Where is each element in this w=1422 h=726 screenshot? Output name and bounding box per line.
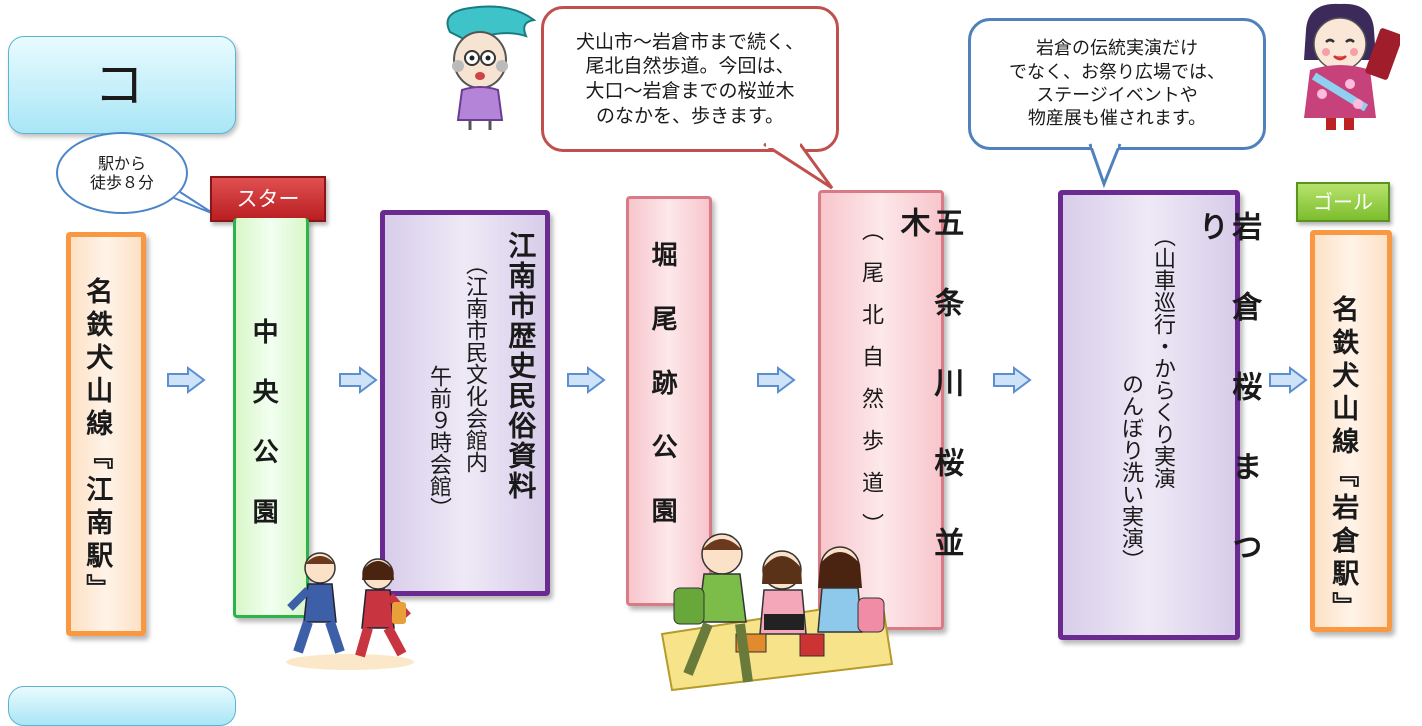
station-note-line-2: 徒歩８分 — [89, 173, 154, 192]
goal-label: ゴール — [1296, 182, 1390, 222]
start-label: スター — [210, 176, 326, 222]
speech-bubble-trail-tail — [763, 140, 834, 190]
stop-history-museum: 江南市歴史民俗資料 （江南市民文化会館内 午前９時会館） — [380, 210, 550, 596]
stop-konan-station-label: 名鉄犬山線『江南駅』 — [81, 277, 113, 607]
character-mascot-icon — [446, 5, 537, 130]
bubble-trail-line-1: 犬山市～岩倉市まで続く、 — [575, 30, 804, 53]
stop-iwakura-festival: 岩 倉 桜 ま つ り （山車巡行・からくり実演 のんぼり洗い実演） — [1058, 190, 1261, 640]
arrow-right-icon — [167, 366, 206, 394]
stop-gojo-river: 五 条 川 桜 並 木 （尾北自然歩道） — [818, 190, 963, 630]
stop-gojo-river-sub: （尾北自然歩道） — [858, 219, 883, 555]
speech-bubble-festival: 岩倉の伝統実演だけ でなく、お祭り広場では、 ステージイベントや 物産展も催され… — [968, 18, 1266, 150]
arrow-right-icon — [339, 366, 378, 394]
arrow-right-icon — [993, 366, 1032, 394]
stop-history-museum-sub: （江南市民文化会館内 — [462, 253, 487, 473]
stop-iwakura-station: 名鉄犬山線『岩倉駅』 — [1310, 230, 1392, 632]
stop-gojo-river-label: 五 条 川 桜 並 木 — [894, 207, 964, 607]
stop-iwakura-station-label: 名鉄犬山線『岩倉駅』 — [1327, 295, 1359, 625]
stop-chuo-park-label: 中 央 公 園 — [248, 318, 279, 528]
doll-mascot-icon — [1304, 3, 1400, 130]
section-tab-next — [8, 686, 236, 726]
station-note-line-1: 駅から — [97, 153, 146, 173]
kids-picnic-icon — [660, 533, 894, 692]
kids-walking-icon — [286, 552, 414, 670]
bubble-festival-line-1: 岩倉の伝統実演だけ — [1036, 38, 1198, 60]
bubble-festival-line-2: でなく、お祭り広場では、 — [1009, 61, 1225, 83]
arrow-right-icon — [757, 366, 796, 394]
stop-iwakura-festival-sub: （山車巡行・からくり実演 — [1150, 225, 1175, 489]
bubble-trail-line-2: 尾北自然歩道。今回は、 — [585, 55, 795, 78]
speech-bubble-festival-tail — [1088, 140, 1122, 189]
arrow-right-icon — [567, 366, 606, 394]
bubble-festival-line-4: 物産展も催されます。 — [1027, 108, 1207, 130]
bubble-trail-line-4: のなかを、歩きます。 — [595, 104, 785, 127]
stop-iwakura-festival-label: 岩 倉 桜 ま つ り — [1192, 211, 1262, 611]
station-walk-note: 駅から 徒歩８分 — [56, 132, 188, 214]
bubble-trail-line-3: 大口～岩倉までの桜並木 — [585, 80, 795, 102]
stop-horio-park-label: 堀 尾 跡 公 園 — [647, 241, 678, 529]
stop-history-museum-sub2: 午前９時会館） — [426, 365, 451, 519]
course-title: コ ー ス — [8, 36, 236, 306]
stop-iwakura-festival-sub2: のんぼり洗い実演） — [1118, 373, 1143, 571]
speech-bubble-trail: 犬山市～岩倉市まで続く、 尾北自然歩道。今回は、 大口～岩倉までの桜並木 のなか… — [541, 6, 839, 152]
bubble-festival-line-3: ステージイベントや — [1036, 85, 1198, 106]
stop-history-museum-label: 江南市歴史民俗資料 — [504, 231, 538, 501]
stop-konan-station: 名鉄犬山線『江南駅』 — [66, 232, 146, 636]
stop-horio-park: 堀 尾 跡 公 園 — [626, 196, 712, 606]
stop-chuo-park: 中 央 公 園 — [233, 218, 309, 618]
arrow-right-icon — [1269, 366, 1308, 394]
